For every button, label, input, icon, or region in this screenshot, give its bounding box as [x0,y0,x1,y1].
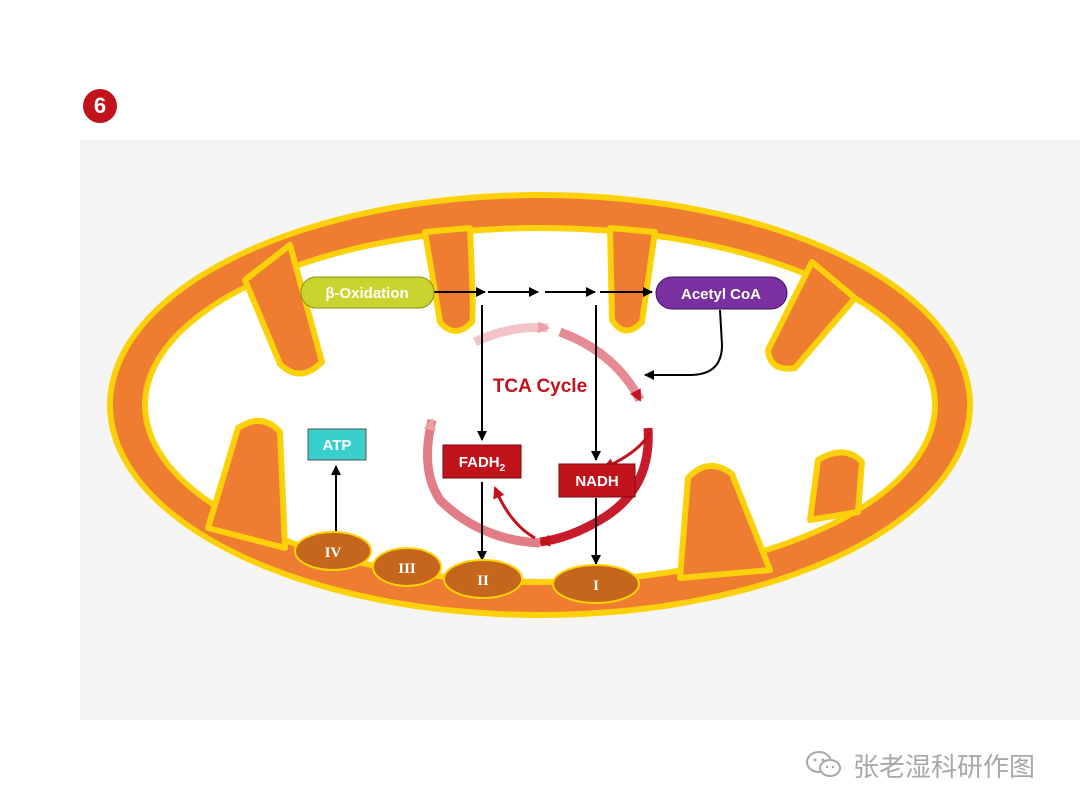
complex-iv: IV [294,531,372,571]
fadh2-label: FADH [459,454,500,471]
electron-transport-chain: IV III II I [294,531,640,604]
nadh-node: NADH [558,463,636,498]
fadh2-subscript: 2 [500,463,506,474]
beta-oxidation-label: β-Oxidation [325,285,408,302]
complex-iii-label: III [398,561,416,577]
complex-iii: III [372,547,442,587]
figure-number-badge: 6 [83,89,117,123]
complex-i-label: I [593,578,599,594]
complex-iv-label: IV [325,545,342,561]
fadh2-node: FADH2 [442,444,522,479]
watermark-text: 张老湿科研作图 [853,752,1036,783]
pathway-arrows [331,287,724,565]
watermark: 张老湿科研作图 [805,745,1035,785]
beta-oxidation-node: β-Oxidation [300,276,435,309]
complex-ii-label: II [477,573,489,589]
nadh-label: NADH [575,473,618,490]
acetyl-coa-node: Acetyl CoA [655,276,788,310]
svg-text:FADH2: FADH2 [459,454,506,474]
cristae [205,225,865,581]
complex-i: I [552,564,640,604]
tca-cycle-label: TCA Cycle [493,376,587,397]
wechat-icon [806,751,841,777]
acetyl-coa-label: Acetyl CoA [681,286,761,303]
atp-label: ATP [323,437,352,454]
atp-node: ATP [307,428,367,461]
complex-ii: II [443,559,523,599]
